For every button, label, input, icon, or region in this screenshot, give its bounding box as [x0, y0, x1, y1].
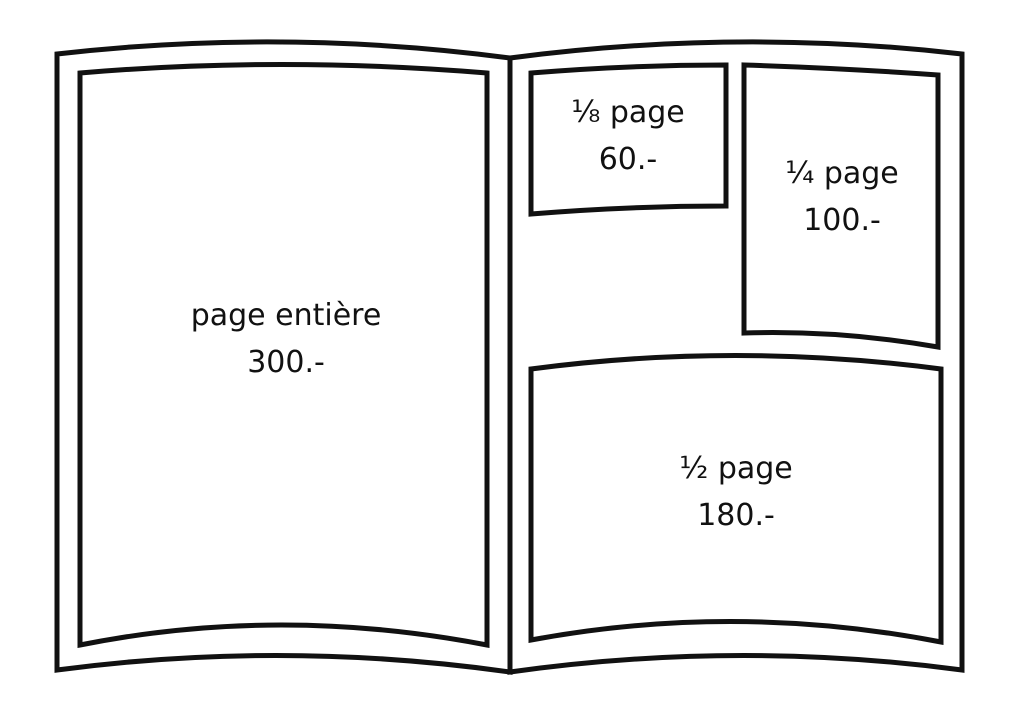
full-page-price: 300.- — [247, 345, 325, 380]
eighth-page-price: 60.- — [599, 142, 658, 177]
eighth-page-size-label: ⅛ page — [571, 95, 685, 130]
full-page-ad-slot — [77, 62, 490, 649]
quarter-page-price: 100.- — [803, 203, 881, 238]
quarter-page-size-label: ¼ page — [785, 156, 899, 191]
half-page-price: 180.- — [697, 498, 775, 533]
half-page-ad-slot — [528, 353, 944, 646]
full-page-size-label: page entière — [191, 298, 382, 333]
quarter-page-ad-slot — [741, 62, 941, 350]
half-page-size-label: ½ page — [679, 451, 793, 486]
eighth-page-ad-slot — [528, 62, 729, 217]
